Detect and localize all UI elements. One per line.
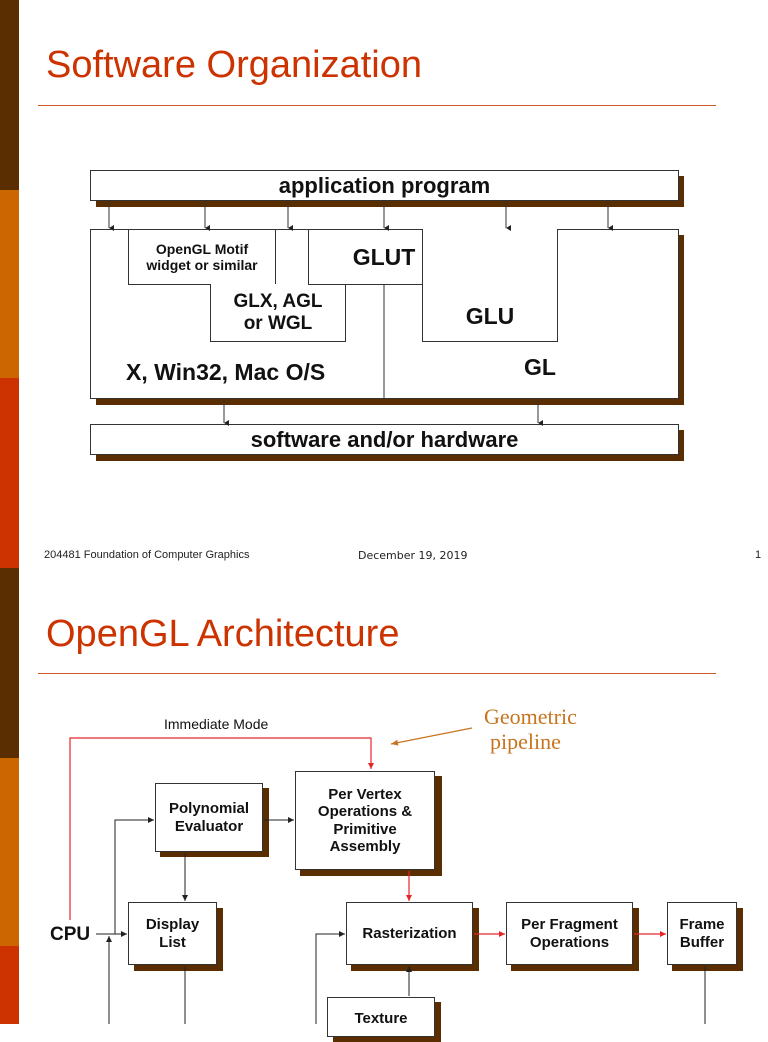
glx-line-1: GLX, AGL — [233, 290, 323, 312]
frame-buffer-box: Frame Buffer — [667, 902, 737, 965]
per-vertex-line-2: Operations & — [317, 803, 413, 821]
footer-date: December 19, 2019 — [358, 549, 468, 562]
rasterization-box: Rasterization — [346, 902, 473, 965]
rasterization-label: Rasterization — [362, 924, 457, 942]
slide-title: OpenGL Architecture — [46, 613, 400, 655]
polynomial-line-1: Polynomial — [168, 800, 250, 818]
title-divider — [38, 105, 716, 106]
sidebar-bar-1 — [0, 0, 19, 190]
texture-label: Texture — [354, 1010, 408, 1027]
os-label: X, Win32, Mac O/S — [126, 359, 326, 385]
application-program-box: application program — [90, 170, 679, 201]
per-vertex-line-1: Per Vertex — [328, 786, 402, 803]
display-list-line-2: List — [159, 933, 186, 951]
footer-page: 1 — [755, 549, 762, 561]
per-fragment-box: Per Fragment Operations — [506, 902, 633, 965]
display-list-line-1: Display — [145, 916, 200, 934]
cpu-label: CPU — [50, 924, 91, 945]
glx-line-2: or WGL — [243, 312, 313, 334]
per-vertex-box: Per Vertex Operations & Primitive Assemb… — [295, 771, 435, 870]
sidebar-bar-2 — [0, 190, 19, 378]
geometric-pipeline-annotation: Geometric pipeline — [484, 704, 577, 755]
sidebar-bar-3 — [0, 378, 19, 568]
to-raster-path — [315, 931, 345, 1024]
sidebar-bar-6 — [0, 946, 19, 1024]
immediate-mode-path — [69, 737, 374, 920]
per-vertex-line-4: Assembly — [329, 837, 401, 855]
annotation-arrow — [390, 727, 473, 746]
motif-line-2: widget or similar — [146, 257, 258, 273]
hardware-label: software and/or hardware — [250, 426, 519, 452]
title-divider — [38, 673, 716, 674]
application-program-label: application program — [278, 172, 491, 198]
display-list-box: Display List — [128, 902, 217, 965]
hardware-box: software and/or hardware — [90, 424, 679, 455]
annotation-line-1: Geometric — [484, 704, 577, 729]
glx-agl-wgl-box: GLX, AGL or WGL — [210, 284, 346, 342]
glu-box: GLU — [422, 229, 558, 342]
slide1-connectors — [108, 202, 613, 426]
sidebar-bar-5 — [0, 758, 19, 946]
frame-buffer-line-2: Buffer — [679, 933, 725, 951]
gl-label: GL — [524, 354, 556, 380]
glu-label: GLU — [465, 302, 515, 329]
slide-title: Software Organization — [46, 44, 422, 86]
per-fragment-line-2: Operations — [529, 933, 610, 951]
immediate-mode-label: Immediate Mode — [164, 716, 269, 732]
per-fragment-line-1: Per Fragment — [521, 916, 618, 934]
polynomial-line-2: Evaluator — [174, 817, 244, 835]
motif-line-1: OpenGL Motif — [155, 240, 249, 257]
cpu-to-polynomial-path — [114, 817, 154, 934]
frame-buffer-line-1: Frame — [679, 916, 725, 934]
glut-label: GLUT — [352, 243, 416, 270]
sidebar-bar-4 — [0, 568, 19, 758]
opengl-motif-box: OpenGL Motif widget or similar — [128, 229, 276, 285]
annotation-line-2: pipeline — [490, 729, 561, 755]
per-vertex-line-3: Primitive — [333, 820, 397, 838]
polynomial-evaluator-box: Polynomial Evaluator — [155, 783, 263, 852]
footer-course: 204481 Foundation of Computer Graphics — [44, 549, 250, 561]
